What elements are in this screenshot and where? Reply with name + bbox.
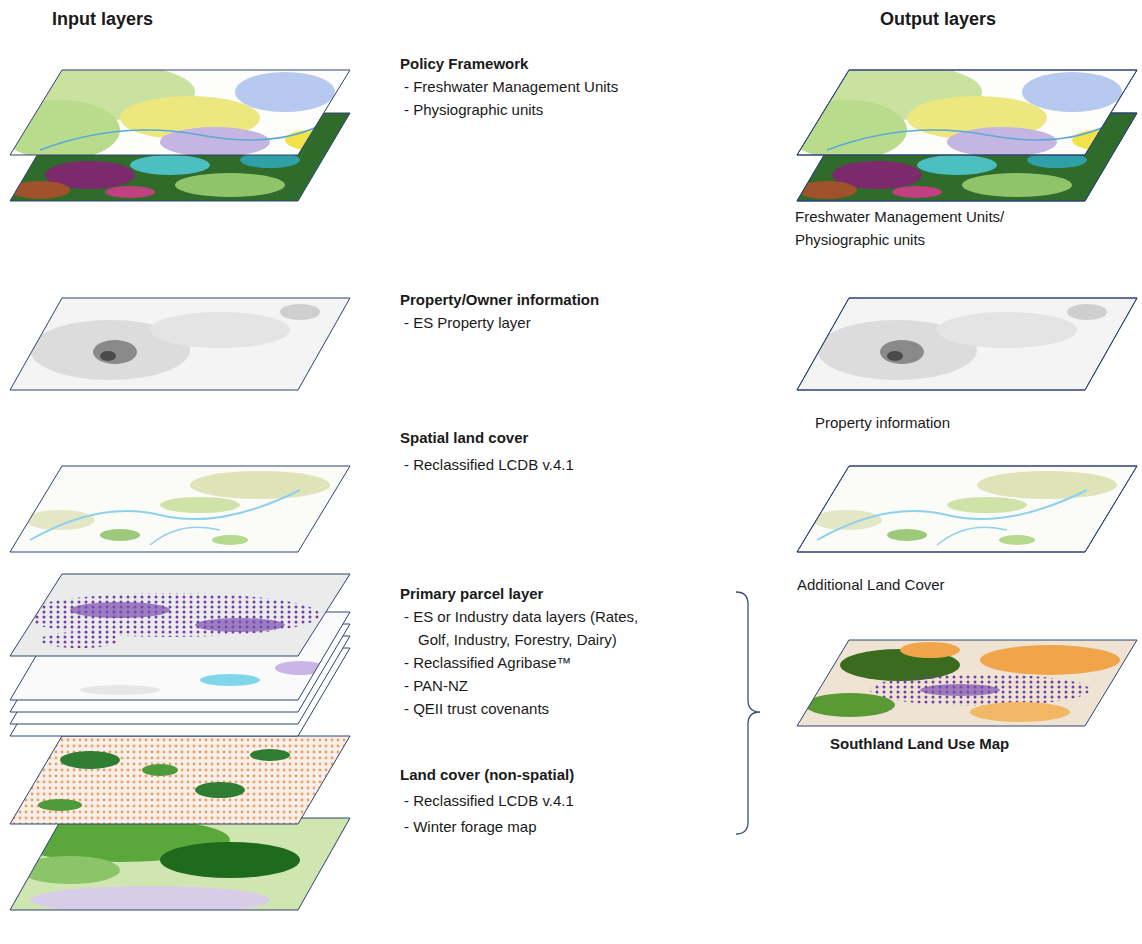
input-green-layer-part xyxy=(0,810,360,920)
input-green-layer-part-part xyxy=(0,810,360,920)
output-land-use-map-part-part xyxy=(980,645,1120,675)
output-land-use-map-part-part xyxy=(790,635,1142,735)
bullet-item: - Reclassified Agribase™ xyxy=(404,651,572,674)
map-layer-node: Southland Land Use Map xyxy=(795,638,1140,755)
input-stacked-layers-part-part xyxy=(80,685,160,695)
group-heading: Property/Owner information xyxy=(400,288,599,311)
input-orange-layer-part-part xyxy=(60,751,120,769)
layer-outline-edge xyxy=(797,113,1137,201)
bullet-item: - Reclassified LCDB v.4.1 xyxy=(404,789,574,812)
map-layer-node: Property information xyxy=(795,296,1140,434)
input-land-cover-layer xyxy=(0,460,360,560)
map-layer-node: Freshwater Management Units/ Physiograph… xyxy=(795,68,1140,251)
output-policy-layers xyxy=(787,60,1142,205)
input-purple-layer-part-part xyxy=(70,602,170,618)
input-property-layer-part xyxy=(0,290,360,400)
input-policy-layers-part xyxy=(0,60,360,160)
layer-outline xyxy=(795,464,1140,554)
bullet-item: - QEII trust covenants xyxy=(404,697,549,720)
bullet-item: - ES or Industry data layers (Rates, Gol… xyxy=(404,605,644,651)
output-land-cover-layer-part xyxy=(787,460,1142,560)
bullet-item: - Winter forage map xyxy=(404,815,537,838)
output-land-use-map-part-part xyxy=(900,642,960,658)
input-property-layer xyxy=(0,290,360,400)
input-purple-layer-part-part xyxy=(20,593,320,637)
input-green-layer-part xyxy=(10,818,350,910)
input-green-layer xyxy=(0,810,360,920)
input-orange-layer-part-part xyxy=(0,730,360,830)
bullet-item: - ES Property layer xyxy=(404,311,531,334)
layer-outline xyxy=(795,638,1140,728)
bullet-item: - Freshwater Management Units xyxy=(404,75,618,98)
layer-outline-edge xyxy=(797,466,1137,552)
input-stacked-layers-part-part xyxy=(200,674,260,686)
layer-outline-edge xyxy=(797,640,1137,726)
input-orange-layer-part-part xyxy=(250,749,290,761)
input-land-cover-layer-part xyxy=(0,460,360,560)
input-purple-layer-part-part xyxy=(195,618,285,632)
input-purple-layer-part xyxy=(10,574,350,656)
output-policy-layers-part xyxy=(787,60,1142,160)
column-heading: Output layers xyxy=(880,8,996,31)
output-land-use-map-part-part xyxy=(805,693,895,717)
layer-caption: Southland Land Use Map xyxy=(830,732,1009,755)
input-orange-layer-part xyxy=(10,736,350,824)
group-heading: Land cover (non-spatial) xyxy=(400,763,574,786)
input-stacked-layers-part-part xyxy=(275,661,325,675)
merge-bracket xyxy=(736,592,760,834)
bullet-item: - Physiographic units xyxy=(404,98,543,121)
layer-outline xyxy=(795,68,1140,204)
output-property-layer-part xyxy=(787,290,1142,400)
layer-outline-edge xyxy=(797,70,1137,155)
output-land-cover-layer xyxy=(787,460,1142,560)
input-orange-layer-part-part xyxy=(0,730,360,830)
group-heading: Spatial land cover xyxy=(400,426,528,449)
input-orange-layer-part-part xyxy=(195,782,245,798)
bullet-item: - Reclassified LCDB v.4.1 xyxy=(404,453,574,476)
input-purple-layer-part-part xyxy=(40,632,120,648)
input-policy-layers xyxy=(0,60,360,205)
layer-outline-edge xyxy=(797,298,1137,390)
column-heading: Input layers xyxy=(52,8,153,31)
group-heading: Primary parcel layer xyxy=(400,582,543,605)
input-purple-layer-part xyxy=(0,570,360,660)
output-land-use-map-part xyxy=(790,635,1142,735)
layer-outline xyxy=(795,296,1140,392)
output-land-use-map-part-part xyxy=(870,674,1090,706)
group-heading: Policy Framework xyxy=(400,52,528,75)
input-stacked-layers-part-part xyxy=(308,681,332,691)
output-land-use-map xyxy=(790,635,1142,735)
input-orange-layer-part xyxy=(0,730,360,830)
input-purple-layer-part-part xyxy=(0,570,360,660)
input-orange-layer xyxy=(0,730,360,830)
input-orange-layer-part-part xyxy=(38,799,82,811)
layer-caption: Property information xyxy=(815,411,950,434)
bullet-item: - PAN-NZ xyxy=(404,674,468,697)
input-purple-layer xyxy=(0,570,360,660)
output-property-layer xyxy=(787,290,1142,400)
input-green-layer-part-part xyxy=(20,856,120,884)
layer-caption: Freshwater Management Units/ Physiograph… xyxy=(795,205,1055,251)
output-land-use-map-part-part xyxy=(920,684,1000,696)
map-layer-node: Additional Land Cover xyxy=(795,464,1140,596)
output-land-use-map-part-part xyxy=(970,702,1070,722)
input-green-layer-part-part xyxy=(160,842,300,878)
layer-caption: Additional Land Cover xyxy=(797,573,945,596)
input-orange-layer-part-part xyxy=(142,764,178,776)
